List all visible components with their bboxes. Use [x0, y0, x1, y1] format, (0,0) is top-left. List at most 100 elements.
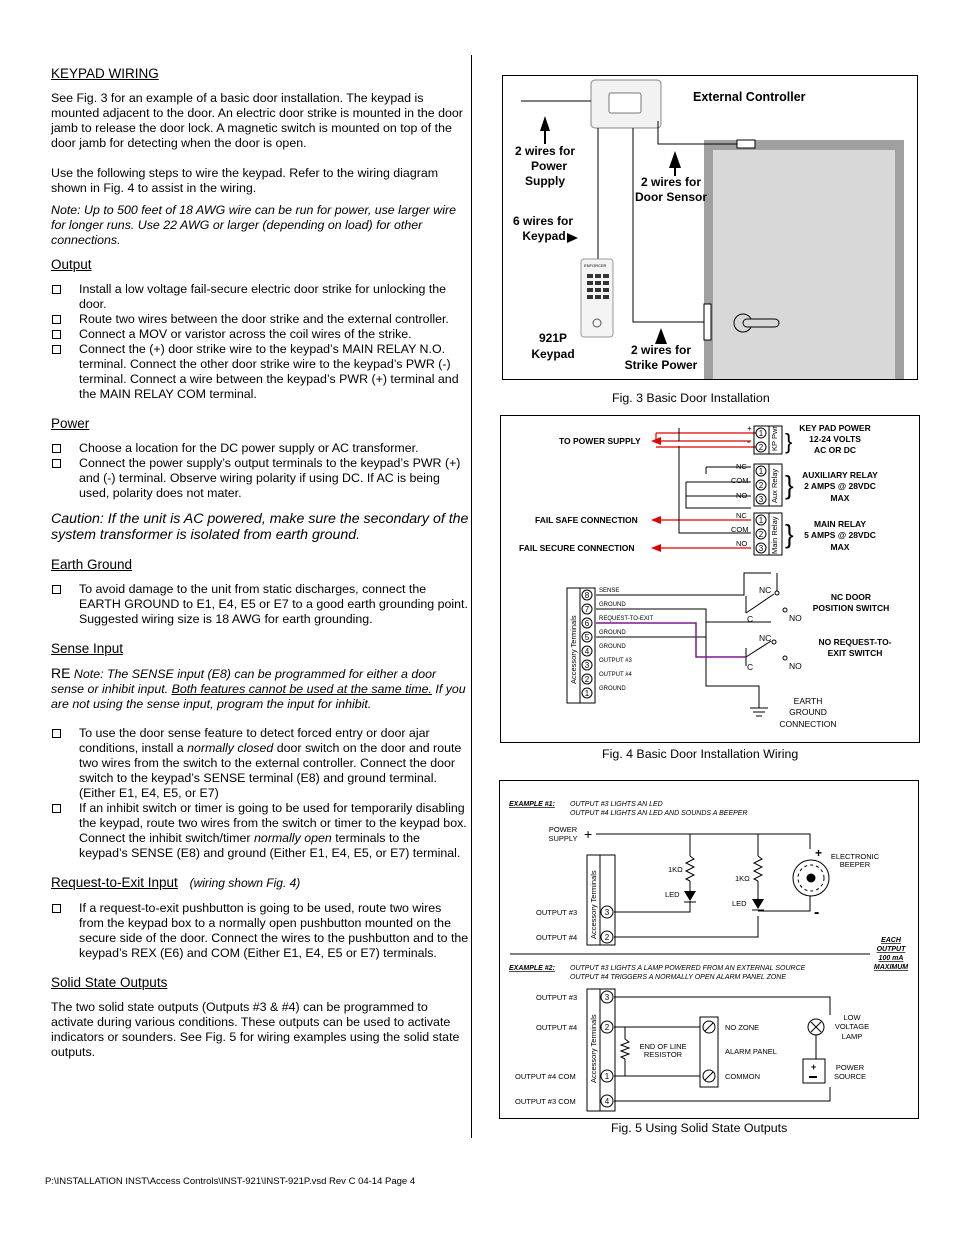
- power-wires-label: Supply: [525, 174, 565, 188]
- main-brace: }: [785, 519, 794, 549]
- spec-text: 12-24 VOLTS: [809, 434, 861, 444]
- text: normally closed: [187, 741, 274, 755]
- strike-wires-label: 2 wires for: [631, 343, 691, 357]
- acc-terminals-label: Accessory Terminals: [569, 615, 578, 684]
- example1-line: OUTPUT #4 LIGHTS AN LED AND SOUNDS A BEE…: [570, 810, 748, 817]
- spec-text: MAX: [831, 542, 850, 552]
- terminal-label: OUTPUT #3: [599, 658, 633, 664]
- ex2-wires: [614, 996, 831, 1102]
- switch-nc: NC: [759, 633, 771, 643]
- list-item: Connect the (+) door strike wire to the …: [51, 342, 469, 402]
- instructions-column: KEYPAD WIRING See Fig. 3 for an example …: [51, 66, 469, 1075]
- door-lever: [742, 318, 780, 328]
- com-label: COM: [731, 525, 749, 534]
- aux-brace: }: [785, 470, 794, 500]
- lamp-filament: [810, 1021, 822, 1033]
- ex1-terminal-block: [586, 854, 616, 946]
- terminal-number: 7: [585, 605, 590, 614]
- sensor-wires-label: 2 wires for: [641, 175, 701, 189]
- example2-label: EXAMPLE #2:: [509, 965, 555, 972]
- door-strike: [703, 303, 712, 341]
- fail-secure-arrow: [651, 544, 661, 552]
- output-list: Install a low voltage fail-secure electr…: [51, 282, 469, 402]
- power-supply-label: POWER: [549, 825, 578, 834]
- terminal-label: GROUND: [599, 602, 626, 608]
- to-power-supply-label: TO POWER SUPPLY: [559, 436, 641, 446]
- rex-purple-wire: [596, 622, 746, 658]
- switch-nc: NC: [759, 585, 771, 595]
- earth-text: EARTH: [794, 696, 823, 706]
- battery-icon: [802, 1058, 826, 1084]
- output4-label: OUTPUT #4: [536, 1023, 577, 1032]
- power-source-label: SOURCE: [834, 1072, 866, 1081]
- resistor-label: 1KΩ: [668, 865, 683, 874]
- column-divider: [471, 55, 472, 1138]
- beeper-plus: +: [815, 846, 822, 860]
- eol-label: END OF LINE: [639, 1042, 686, 1051]
- terminal-2: [600, 930, 614, 944]
- sense-list: To use the door sense feature to detect …: [51, 726, 469, 861]
- fig4-left-labels: TO POWER SUPPLY FAIL SAFE CONNECTION FAI…: [519, 436, 641, 553]
- ex1-wires: [596, 833, 811, 938]
- door: [713, 150, 895, 380]
- aux-relay-label: Aux Relay: [770, 469, 779, 503]
- beeper-label: ELECTRONIC: [831, 852, 880, 861]
- list-item: Route two wires between the door strike …: [51, 312, 469, 327]
- switch-no: NO: [789, 661, 802, 671]
- resistor-icon: [752, 855, 764, 882]
- terminal-circle: [581, 617, 593, 629]
- power-arrow: [651, 437, 661, 445]
- rex-heading-row: Request-to-Exit Input (wiring shown Fig.…: [51, 875, 469, 891]
- fig4-diagram: TO POWER SUPPLY FAIL SAFE CONNECTION FAI…: [519, 423, 892, 729]
- terminal-circle: [581, 659, 593, 671]
- power-list: Choose a location for the DC power suppl…: [51, 441, 469, 501]
- strike-arrow: [655, 328, 667, 344]
- keypad-model-label: 921P: [539, 331, 567, 345]
- fail-safe-arrow: [651, 516, 661, 524]
- switch-c: C: [747, 662, 753, 672]
- terminal-number: 4: [605, 1097, 610, 1106]
- terminal-number: 2: [605, 1023, 610, 1032]
- list-item: Connect the power supply’s output termin…: [51, 456, 469, 501]
- svg-text:1: 1: [759, 429, 764, 438]
- svg-text:1: 1: [759, 516, 764, 525]
- example2-line: OUTPUT #3 LIGHTS A LAMP POWERED FROM AN …: [570, 965, 806, 972]
- kp-pwr-label: KP Pwr: [770, 426, 779, 451]
- fail-safe-label: FAIL SAFE CONNECTION: [535, 515, 638, 525]
- sense-note-a: Note: The SENSE input (E8) can be progra…: [51, 667, 437, 696]
- red-wires: [655, 432, 756, 549]
- strike-wires-label: Strike Power: [625, 358, 698, 372]
- terminal-number: 5: [585, 633, 590, 642]
- output-heading: Output: [51, 257, 92, 272]
- fail-secure-label: FAIL SECURE CONNECTION: [519, 543, 635, 553]
- terminal-3: [600, 905, 614, 919]
- power-wires-label: 2 wires for: [515, 144, 575, 158]
- terminal-circle: [581, 589, 593, 601]
- text: normally open: [253, 831, 332, 845]
- note-text: OUTPUT: [877, 946, 907, 953]
- eol-label: RESISTOR: [644, 1050, 683, 1059]
- accessory-terminal-block: Accessory Terminals: [566, 587, 596, 704]
- no-rex-label: EXIT SWITCH: [828, 648, 883, 658]
- sensor-wires-label: Door Sensor: [635, 190, 707, 204]
- earth-label: EARTH GROUND CONNECTION: [779, 696, 836, 729]
- terminal-number: 1: [605, 1072, 610, 1081]
- list-item: To avoid damage to the unit from static …: [51, 582, 469, 627]
- fig5-diagram: EXAMPLE #1: OUTPUT #3 LIGHTS AN LED OUTP…: [509, 801, 908, 1112]
- alarm-panel-label: ALARM PANEL: [725, 1047, 777, 1056]
- screw-slot: [704, 1071, 714, 1081]
- rex-switch: [745, 639, 788, 661]
- led-label: LED: [732, 899, 747, 908]
- spec-text: MAIN RELAY: [814, 519, 866, 529]
- spec-text: MAX: [831, 493, 850, 503]
- terminal-label: SENSE: [599, 588, 619, 594]
- keypad-brand: ENFORCER: [584, 263, 607, 268]
- plus-sign: +: [747, 424, 752, 433]
- no-zone-label: NO ZONE: [725, 1023, 759, 1032]
- svg-text:2: 2: [759, 481, 764, 490]
- beeper-wire: [758, 896, 811, 912]
- no-label: NO: [736, 539, 747, 548]
- alarm-panel-block: [699, 1016, 719, 1088]
- svg-text:2: 2: [759, 530, 764, 539]
